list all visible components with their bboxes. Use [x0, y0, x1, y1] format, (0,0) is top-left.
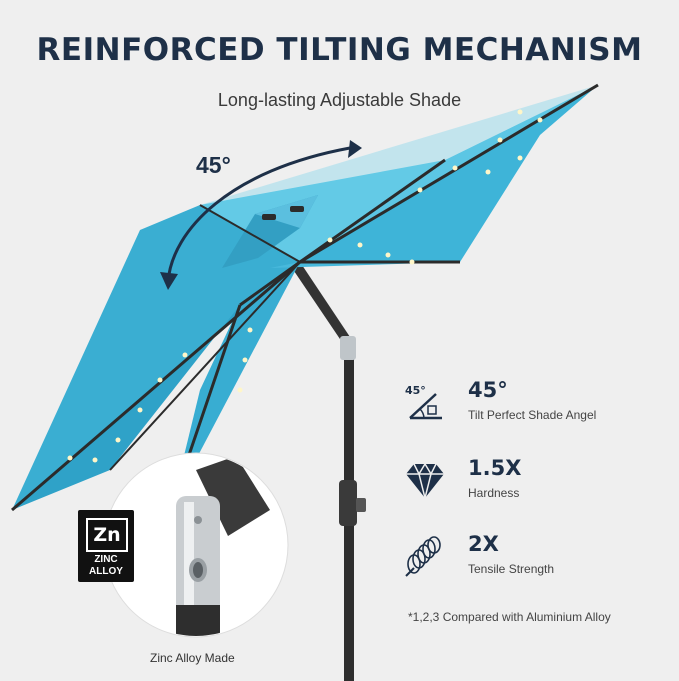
- tilt-angle-icon: 45°: [405, 384, 442, 420]
- page-title: REINFORCED TILTING MECHANISM: [36, 32, 643, 68]
- feature-tilt-label: Tilt Perfect Shade Angel: [468, 408, 597, 422]
- tilt-arrow-tail-icon: [160, 272, 178, 290]
- crank-handle: [339, 480, 357, 526]
- feature-tensile-value: 2X: [468, 532, 499, 556]
- diamond-icon: [406, 462, 444, 499]
- tilt-joint: [340, 336, 356, 360]
- zinc-alloy-closeup: [103, 452, 289, 638]
- page-subtitle: Long-lasting Adjustable Shade: [217, 90, 462, 110]
- feature-tilt-value: 45°: [468, 378, 508, 402]
- feature-hardness: 1.5X Hardness: [402, 456, 672, 506]
- umbrella-canopy: [11, 83, 599, 512]
- crank-knob: [356, 498, 366, 512]
- tilt-arm: [292, 262, 352, 345]
- tilt-angle-label: 45°: [196, 152, 231, 178]
- zinc-symbol: Zn: [86, 518, 128, 552]
- feature-hardness-label: Hardness: [468, 486, 520, 500]
- feature-hardness-value: 1.5X: [468, 456, 522, 480]
- zinc-alloy-badge: Zn ZINC ALLOY: [78, 510, 134, 582]
- tilt-arrow-head-icon: [348, 140, 362, 158]
- footnote: *1,2,3 Compared with Aluminium Alloy: [408, 610, 611, 624]
- zinc-caption: Zinc Alloy Made: [150, 651, 235, 665]
- tilt-arrow-icon: [166, 146, 351, 283]
- feature-tensile: 2X Tensile Strength: [402, 532, 672, 582]
- spring-icon: [405, 536, 441, 577]
- zinc-badge-text: ZINC ALLOY: [89, 554, 123, 577]
- feature-tilt: 45° 45° Tilt Perfect Shade Angel: [402, 378, 672, 428]
- feature-tensile-label: Tensile Strength: [468, 562, 555, 576]
- tilt-icon-label: 45°: [405, 384, 426, 397]
